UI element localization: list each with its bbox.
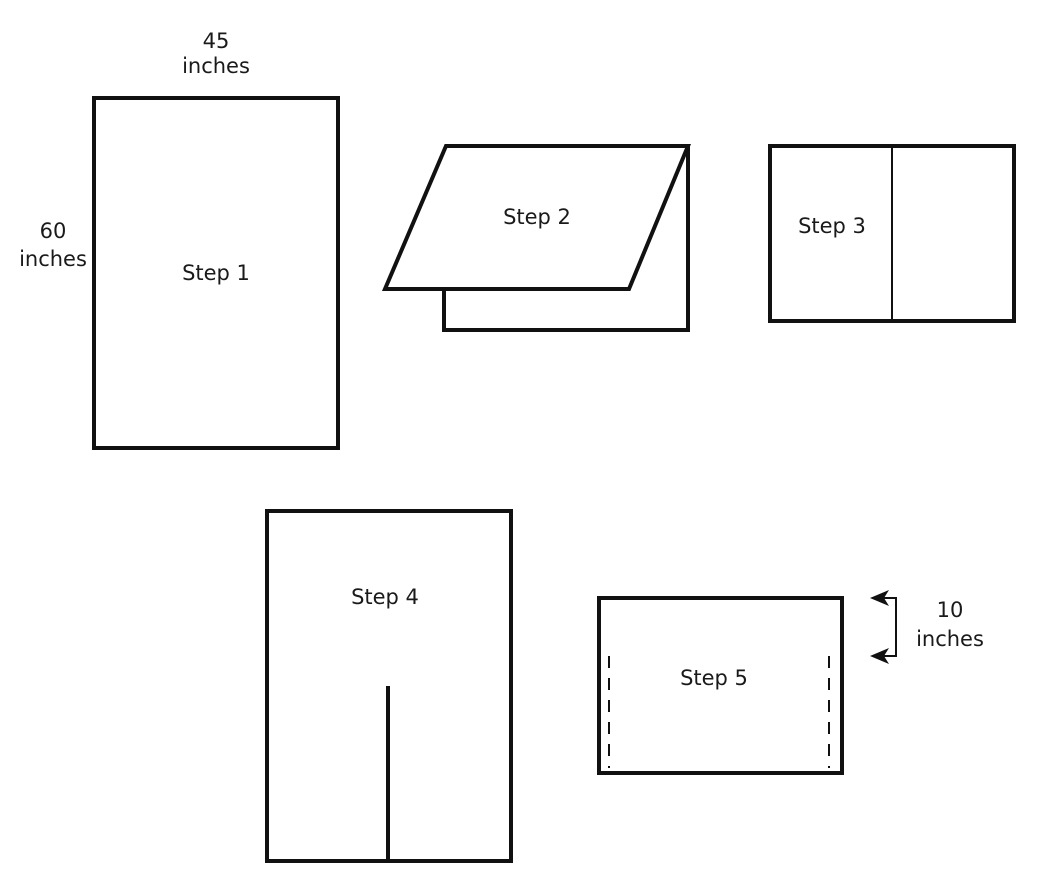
cuff-dimension-value: 10 (937, 598, 964, 622)
step-1-fabric (92, 96, 340, 450)
width-dimension-value: 45 (203, 29, 230, 53)
step-1-label: Step 1 (182, 261, 250, 285)
step-3-group: Step 3 (768, 144, 1016, 323)
cuff-dimension-unit: inches (916, 627, 984, 651)
step-2-group: Step 2 (381, 144, 691, 332)
step-5-label: Step 5 (680, 666, 748, 690)
step-1-group: Step 1 45 inches 60 inches (19, 29, 340, 450)
step-3-label: Step 3 (798, 214, 866, 238)
step-2-back-layer (442, 146, 690, 332)
step-4-group: Step 4 (265, 509, 513, 863)
width-dimension-unit: inches (182, 54, 250, 78)
step-5-fabric (597, 596, 844, 775)
step-4-label: Step 4 (351, 585, 419, 609)
step-5-group: Step 5 10 inches (597, 590, 984, 775)
cuff-arrow-top-icon (870, 590, 889, 606)
cuff-measure-bracket (880, 597, 897, 657)
height-dimension-value: 60 (40, 219, 67, 243)
cuff-arrow-bottom-icon (870, 648, 889, 664)
height-dimension-unit: inches (19, 247, 87, 271)
step-2-label: Step 2 (503, 205, 571, 229)
step-2-folded-layer (381, 144, 691, 291)
